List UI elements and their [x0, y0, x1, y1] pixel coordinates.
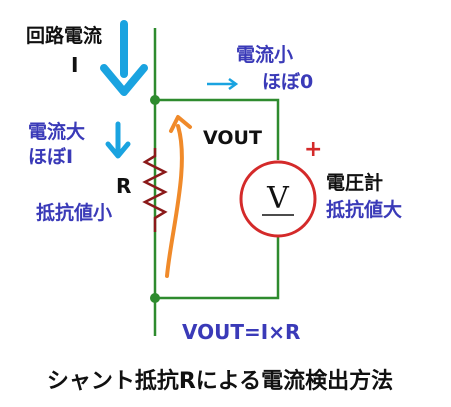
voltmeter-label: 電圧計: [326, 171, 383, 194]
page-title: シャント抵抗Rによる電流検出方法: [47, 368, 393, 394]
formula-label: VOUT=I×R: [182, 320, 300, 344]
circuit-wires: [153, 28, 280, 336]
vout-arrow-icon: [165, 115, 192, 278]
circuit-current-arrow-icon: [100, 20, 148, 96]
plus-sign: +: [304, 137, 322, 162]
small-current-label-line1: 電流小: [236, 43, 293, 66]
large-current-label-line2: ほぼI: [28, 146, 73, 168]
resistor-current-arrow-icon: [105, 121, 131, 159]
top-branch-wire: [155, 98, 280, 160]
voltmeter-symbol: V: [239, 160, 317, 238]
circuit-current-label: 回路電流: [26, 24, 102, 47]
bottom-branch-wire: [155, 237, 280, 300]
small-current-label-line2: ほぼ0: [262, 71, 313, 93]
vout-label: VOUT: [203, 127, 262, 149]
large-current-label-line1: 電流大: [28, 120, 85, 143]
voltmeter-current-arrow-icon: [207, 77, 239, 91]
bottom-junction-dot: [150, 293, 160, 303]
resistor-symbol: [142, 148, 168, 232]
resistor-value-label: 抵抗値小: [36, 201, 112, 224]
current-symbol-label: I: [71, 53, 78, 77]
resistor-symbol-label: R: [116, 174, 131, 198]
top-junction-dot: [150, 95, 160, 105]
voltmeter-value-label: 抵抗値大: [326, 198, 402, 221]
voltmeter-v-glyph: V: [266, 181, 290, 216]
